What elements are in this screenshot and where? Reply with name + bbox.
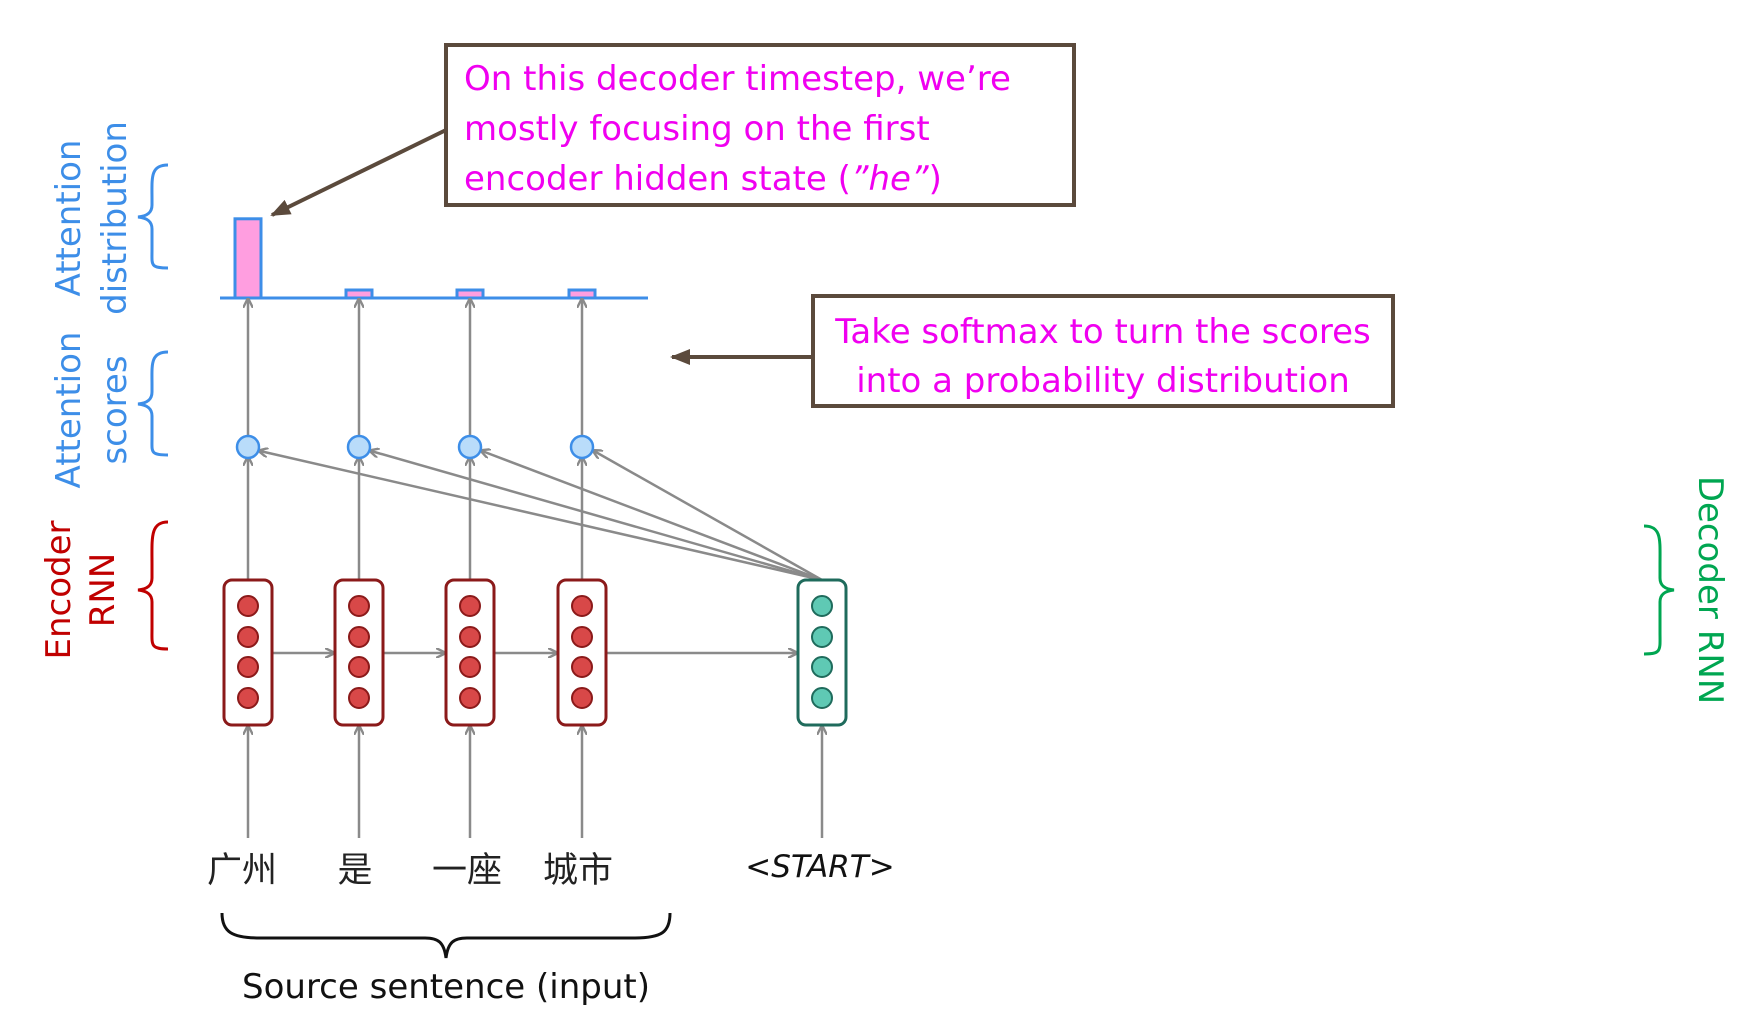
encoder-cell-3 bbox=[444, 578, 496, 727]
callout-softmax-line2: into a probability distribution bbox=[856, 361, 1350, 401]
encoder-unit-1-4 bbox=[237, 687, 259, 709]
encoder-cell-2 bbox=[333, 578, 385, 727]
attention-bar-1 bbox=[233, 217, 263, 300]
encoder-unit-1-2 bbox=[237, 626, 259, 648]
source-word-4: 城市 bbox=[543, 851, 613, 891]
attention-distribution-label-line1: Attention bbox=[49, 140, 89, 297]
source-word-1: 广州 bbox=[207, 851, 277, 891]
encoder-unit-4-3 bbox=[571, 656, 593, 678]
decoder-unit-2 bbox=[811, 626, 833, 648]
attention-distribution-label: Attention distribution bbox=[49, 121, 135, 315]
encoder-cell-1 bbox=[222, 578, 274, 727]
decoder-to-score-arrow-1 bbox=[260, 451, 823, 582]
encoder-unit-4-4 bbox=[571, 687, 593, 709]
encoder-rnn-brace bbox=[137, 520, 169, 651]
attention-bars bbox=[233, 217, 597, 300]
encoder-cell-4 bbox=[556, 578, 608, 727]
source-sentence-brace bbox=[220, 912, 672, 959]
attention-bar-4 bbox=[567, 288, 597, 300]
callout-focus-arrow bbox=[270, 128, 447, 217]
callout-focus-line3: encoder hidden state (”he”) bbox=[464, 159, 942, 199]
decoder-rnn-label: Decoder RNN bbox=[1690, 476, 1730, 704]
encoder-unit-2-1 bbox=[348, 595, 370, 617]
decoder-unit-1 bbox=[811, 595, 833, 617]
encoder-cells bbox=[222, 578, 608, 727]
decoder-rnn-brace bbox=[1643, 524, 1675, 656]
attention-distribution-label-line2: distribution bbox=[95, 121, 135, 315]
encoder-unit-3-2 bbox=[459, 626, 481, 648]
encoder-rnn-label: Encoder RNN bbox=[39, 520, 123, 659]
encoder-rnn-label-line1: Encoder bbox=[39, 520, 79, 659]
attention-scores-brace bbox=[137, 350, 169, 457]
attention-scores-label-line1: Attention bbox=[49, 332, 89, 489]
encoder-unit-2-4 bbox=[348, 687, 370, 709]
decoder-to-score-arrow-4 bbox=[594, 451, 823, 582]
callout-focus-line1: On this decoder timestep, we’re bbox=[464, 59, 1011, 99]
connection-arrows bbox=[248, 300, 822, 838]
source-sentence-caption: Source sentence (input) bbox=[242, 967, 650, 1007]
encoder-unit-2-2 bbox=[348, 626, 370, 648]
attention-score-node-2 bbox=[346, 434, 372, 460]
decoder-to-score-arrow-3 bbox=[482, 451, 823, 582]
encoder-unit-4-1 bbox=[571, 595, 593, 617]
callout-softmax-line1: Take softmax to turn the scores bbox=[834, 312, 1371, 352]
callout-softmax: Take softmax to turn the scores into a p… bbox=[670, 294, 1395, 408]
attention-scores-label: Attention scores bbox=[49, 332, 135, 489]
source-word-3: 一座 bbox=[432, 851, 502, 891]
attention-score-node-1 bbox=[235, 434, 261, 460]
attention-bar-2 bbox=[344, 288, 374, 300]
decoder-cells bbox=[796, 578, 848, 727]
attention-bar-3 bbox=[455, 288, 485, 300]
encoder-unit-2-3 bbox=[348, 656, 370, 678]
source-word-2: 是 bbox=[337, 851, 372, 891]
encoder-unit-1-3 bbox=[237, 656, 259, 678]
callout-focus: On this decoder timestep, we’re mostly f… bbox=[270, 43, 1076, 217]
attention-score-node-4 bbox=[569, 434, 595, 460]
callout-focus-line2: mostly focusing on the first bbox=[464, 109, 930, 149]
attention-score-node-3 bbox=[457, 434, 483, 460]
encoder-rnn-label-line2: RNN bbox=[83, 553, 123, 628]
attention-score-nodes bbox=[235, 434, 595, 460]
attention-distribution-brace bbox=[137, 163, 169, 270]
decoder-unit-3 bbox=[811, 656, 833, 678]
encoder-unit-4-2 bbox=[571, 626, 593, 648]
callout-softmax-box bbox=[811, 294, 1395, 408]
encoder-unit-3-3 bbox=[459, 656, 481, 678]
start-token: <START> bbox=[745, 849, 894, 885]
decoder-to-score-arrow-2 bbox=[371, 451, 823, 582]
encoder-unit-1-1 bbox=[237, 595, 259, 617]
callout-focus-box bbox=[444, 43, 1076, 207]
encoder-unit-3-4 bbox=[459, 687, 481, 709]
decoder-unit-4 bbox=[811, 687, 833, 709]
decoder-cell-1 bbox=[796, 578, 848, 727]
attention-scores-label-line2: scores bbox=[95, 355, 135, 464]
encoder-unit-3-1 bbox=[459, 595, 481, 617]
